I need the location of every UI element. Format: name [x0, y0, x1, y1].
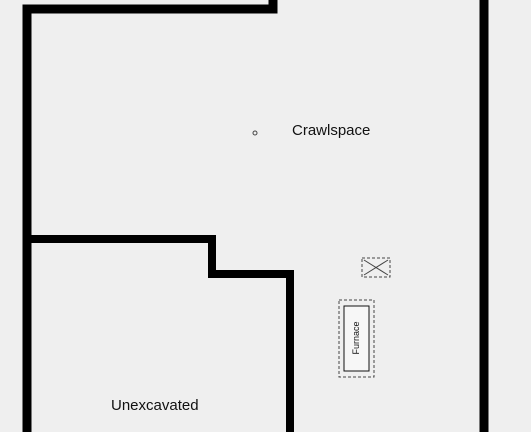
room-label-crawlspace: Crawlspace [292, 122, 371, 139]
fixture-dot-icon [252, 130, 258, 136]
x-box-vent-icon [361, 257, 391, 278]
furnace-fixture [338, 299, 375, 378]
wall-unexcavated [27, 235, 294, 432]
furnace-label: Furnace [351, 321, 361, 355]
room-label-unexcavated: Unexcavated [111, 397, 199, 414]
wall-top-left [22, 0, 278, 432]
